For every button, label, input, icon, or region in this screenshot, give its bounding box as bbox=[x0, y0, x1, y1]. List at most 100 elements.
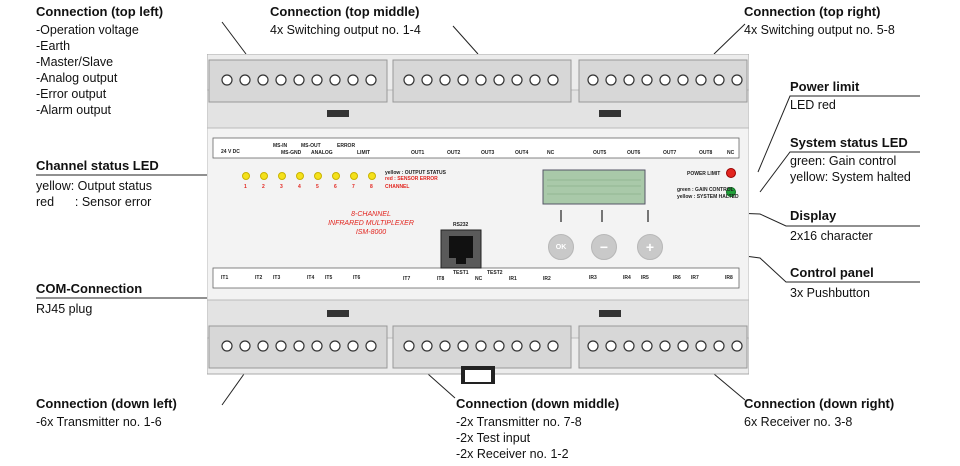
channel-led-5 bbox=[314, 172, 322, 180]
callout-top-middle: Connection (top middle) 4x Switching out… bbox=[270, 4, 421, 38]
label-ms-out: MS-OUT bbox=[301, 143, 321, 149]
callout-line: -2x Test input bbox=[456, 431, 531, 445]
label-it6: IT6 bbox=[353, 275, 361, 281]
label-ir4: IR4 bbox=[623, 275, 631, 281]
callout-top-left-title: Connection (top left) bbox=[36, 4, 164, 19]
callout-line: yellow: System halted bbox=[790, 170, 911, 184]
callout-down-right-title: Connection (down right) bbox=[744, 396, 895, 411]
channel-number: 1 bbox=[244, 184, 247, 190]
plus-button[interactable]: + bbox=[637, 234, 663, 260]
callout-top-right: Connection (top right) 4x Switching outp… bbox=[744, 4, 895, 38]
channel-number: 6 bbox=[334, 184, 337, 190]
label-it7: IT7 bbox=[403, 276, 411, 282]
channel-number: 4 bbox=[298, 184, 301, 190]
channel-number: 7 bbox=[352, 184, 355, 190]
callout-top-right-title: Connection (top right) bbox=[744, 4, 881, 19]
label-out5: OUT5 bbox=[593, 150, 607, 156]
callout-com: COM-Connection RJ45 plug bbox=[36, 281, 142, 317]
label-limit: LIMIT bbox=[357, 150, 371, 156]
callout-line: -2x Transmitter no. 7-8 bbox=[456, 415, 582, 429]
label-nc-bottom: NC bbox=[475, 276, 483, 282]
label-out6: OUT6 bbox=[627, 150, 641, 156]
callout-down-middle: Connection (down middle) -2x Transmitter… bbox=[456, 396, 619, 462]
channel-led-4 bbox=[296, 172, 304, 180]
callout-line: -Earth bbox=[36, 39, 71, 53]
label-error: ERROR bbox=[337, 143, 356, 149]
callout-line: green: Gain control bbox=[790, 154, 897, 168]
minus-button[interactable]: − bbox=[591, 234, 617, 260]
callout-line: 4x Switching output no. 1-4 bbox=[270, 23, 421, 37]
callout-line: -6x Transmitter no. 1-6 bbox=[36, 415, 162, 429]
channel-led-7 bbox=[350, 172, 358, 180]
channel-led-8 bbox=[368, 172, 376, 180]
callout-line: LED red bbox=[790, 98, 836, 112]
label-out2: OUT2 bbox=[447, 150, 461, 156]
callout-system-status-title: System status LED bbox=[790, 135, 908, 150]
callout-line: -Master/Slave bbox=[36, 55, 114, 69]
callout-line: 3x Pushbutton bbox=[790, 286, 870, 300]
callout-line: -Analog output bbox=[36, 71, 118, 85]
channel-number: 2 bbox=[262, 184, 265, 190]
callout-system-status: System status LED green: Gain control ye… bbox=[790, 135, 911, 185]
label-ms-in: MS-IN bbox=[273, 143, 288, 149]
channel-number: 8 bbox=[370, 184, 373, 190]
label-ir6: IR6 bbox=[673, 275, 681, 281]
power-limit-label: POWER LIMIT bbox=[687, 171, 721, 177]
label-out4: OUT4 bbox=[515, 150, 529, 156]
callout-line: RJ45 plug bbox=[36, 302, 93, 316]
callout-power-limit-title: Power limit bbox=[790, 79, 860, 94]
label-ir5: IR5 bbox=[641, 275, 649, 281]
device-name-line2: INFRARED MULTIPLEXER bbox=[328, 220, 414, 227]
callout-display: Display 2x16 character bbox=[790, 208, 873, 244]
callout-power-limit: Power limit LED red bbox=[790, 79, 859, 113]
device-name: 8-CHANNEL INFRARED MULTIPLEXER ISM-8000 bbox=[303, 210, 439, 237]
label-ir2: IR2 bbox=[543, 276, 551, 282]
channel-led-3 bbox=[278, 172, 286, 180]
callout-top-left: Connection (top left) -Operation voltage… bbox=[36, 4, 163, 118]
callout-line: 4x Switching output no. 5-8 bbox=[744, 23, 895, 37]
callout-control-panel: Control panel 3x Pushbutton bbox=[790, 265, 874, 301]
label-ir1: IR1 bbox=[509, 276, 517, 282]
label-ir7: IR7 bbox=[691, 275, 699, 281]
device-name-line3: ISM-8000 bbox=[355, 229, 387, 236]
callout-line: red : Sensor error bbox=[36, 195, 152, 209]
label-it3: IT3 bbox=[273, 275, 281, 281]
label-analog: ANALOG bbox=[311, 150, 333, 156]
callout-top-middle-title: Connection (top middle) bbox=[270, 4, 420, 19]
label-it5: IT5 bbox=[325, 275, 333, 281]
label-nc-top-right: NC bbox=[727, 150, 735, 156]
label-out8: OUT8 bbox=[699, 150, 713, 156]
label-out3: OUT3 bbox=[481, 150, 495, 156]
label-it8: IT8 bbox=[437, 276, 445, 282]
callout-line: -Error output bbox=[36, 87, 107, 101]
label-nc-top-mid: NC bbox=[547, 150, 555, 156]
device-housing bbox=[207, 54, 749, 384]
status-legend-green: green : GAIN CONTROL bbox=[677, 187, 734, 193]
callout-com-title: COM-Connection bbox=[36, 281, 143, 296]
label-ms-gnd: MS-GND bbox=[281, 150, 302, 156]
channel-number: 5 bbox=[316, 184, 319, 190]
callout-line: 6x Receiver no. 3-8 bbox=[744, 415, 853, 429]
label-it2: IT2 bbox=[255, 275, 263, 281]
channel-label: CHANNEL bbox=[385, 184, 410, 190]
callout-channel-status: Channel status LED yellow: Output status… bbox=[36, 158, 159, 210]
channel-led-6 bbox=[332, 172, 340, 180]
callout-control-panel-title: Control panel bbox=[790, 265, 874, 280]
callout-line: yellow: Output status bbox=[36, 179, 153, 193]
channel-led-2 bbox=[260, 172, 268, 180]
label-out7: OUT7 bbox=[663, 150, 677, 156]
label-24vdc: 24 V DC bbox=[221, 149, 240, 155]
callout-down-middle-title: Connection (down middle) bbox=[456, 396, 620, 411]
rs232-label: RS232 bbox=[453, 222, 469, 228]
callout-down-right: Connection (down right) 6x Receiver no. … bbox=[744, 396, 894, 430]
callout-line: -Alarm output bbox=[36, 103, 112, 117]
callout-line: -2x Receiver no. 1-2 bbox=[456, 447, 569, 461]
callout-line: -Operation voltage bbox=[36, 23, 139, 37]
callout-channel-status-title: Channel status LED bbox=[36, 158, 159, 173]
device-name-line1: 8-CHANNEL bbox=[351, 211, 391, 218]
ok-button[interactable]: OK bbox=[548, 234, 574, 260]
channel-led-1 bbox=[242, 172, 250, 180]
label-ir8: IR8 bbox=[725, 275, 733, 281]
label-ir3: IR3 bbox=[589, 275, 597, 281]
multiplexer-device: 24 V DC MS-IN MS-GND MS-OUT ANALOG ERROR… bbox=[207, 54, 749, 384]
